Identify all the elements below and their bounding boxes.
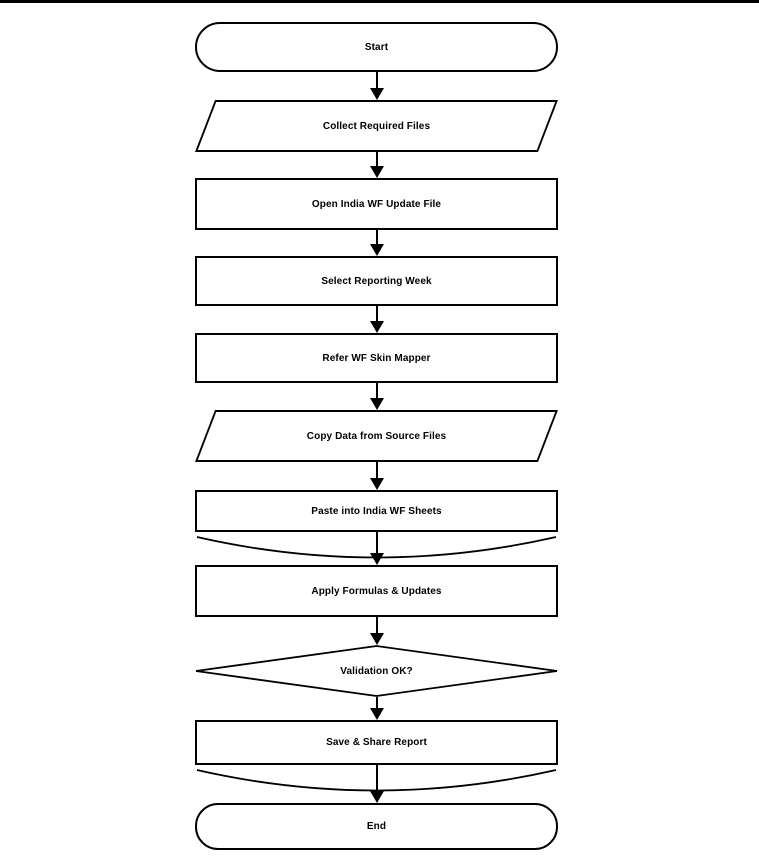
- arrow-shaft: [375, 765, 378, 791]
- node-end-label: End: [366, 821, 387, 832]
- node-save-report-label: Save & Share Report: [326, 737, 427, 748]
- node-apply-formulas-label: Apply Formulas & Updates: [311, 585, 442, 597]
- flow-arrow-save-to-end: [369, 765, 384, 803]
- node-paste-sheets-label: Paste into India WF Sheets: [311, 505, 442, 517]
- arrow-shaft: [375, 72, 378, 88]
- arrowhead-down-icon: [369, 478, 384, 490]
- arrowhead-down-icon: [369, 398, 384, 410]
- node-end-terminator: End: [195, 803, 558, 850]
- arrow-shaft: [375, 532, 378, 553]
- node-open-update-file-process: Open India WF Update File: [195, 178, 558, 230]
- flow-arrow-select-to-refer: [369, 306, 384, 333]
- arrow-shaft: [375, 306, 378, 321]
- flow-arrow-copy-to-paste: [369, 462, 384, 490]
- flow-arrow-validation-to-save: [369, 697, 384, 720]
- node-start-terminator: Start: [195, 22, 558, 72]
- node-collect-files-label: Collect Required Files: [322, 120, 431, 132]
- node-copy-data-label: Copy Data from Source Files: [306, 430, 447, 442]
- top-border-line: [0, 0, 759, 3]
- node-validation-decision: Validation OK?: [195, 645, 558, 697]
- arrow-shaft: [375, 462, 378, 478]
- flow-arrow-apply-to-validation: [369, 617, 384, 645]
- node-collect-files-io: Collect Required Files: [195, 100, 558, 152]
- node-paste-sheets-document: Paste into India WF Sheets: [195, 490, 558, 532]
- node-select-week-process: Select Reporting Week: [195, 256, 558, 306]
- arrowhead-down-icon: [369, 166, 384, 178]
- arrow-shaft: [375, 383, 378, 398]
- arrowhead-down-icon: [369, 321, 384, 333]
- flow-arrow-refer-to-copy: [369, 383, 384, 410]
- node-open-update-file-label: Open India WF Update File: [311, 198, 442, 210]
- node-save-report-document: Save & Share Report: [195, 720, 558, 765]
- flow-arrow-paste-to-apply: [369, 532, 384, 565]
- arrow-shaft: [375, 230, 378, 244]
- node-copy-data-io: Copy Data from Source Files: [195, 410, 558, 462]
- flow-arrow-start-to-collect: [369, 72, 384, 100]
- arrow-shaft: [375, 617, 378, 633]
- arrowhead-down-icon: [369, 708, 384, 720]
- node-validation-label: Validation OK?: [340, 665, 413, 677]
- node-refer-mapper-label: Refer WF Skin Mapper: [322, 352, 431, 364]
- diamond-shape: [195, 645, 558, 697]
- node-select-week-label: Select Reporting Week: [321, 275, 432, 287]
- arrowhead-down-icon: [369, 244, 384, 256]
- flow-arrow-collect-to-open: [369, 152, 384, 178]
- arrowhead-down-icon: [369, 791, 384, 803]
- arrowhead-down-icon: [369, 633, 384, 645]
- arrow-shaft: [375, 697, 378, 708]
- flow-arrow-open-to-select: [369, 230, 384, 256]
- node-apply-formulas-process: Apply Formulas & Updates: [195, 565, 558, 617]
- node-refer-mapper-process: Refer WF Skin Mapper: [195, 333, 558, 383]
- arrow-shaft: [375, 152, 378, 166]
- node-start-label: Start: [364, 41, 389, 53]
- arrowhead-down-icon: [369, 553, 384, 565]
- arrowhead-down-icon: [369, 88, 384, 100]
